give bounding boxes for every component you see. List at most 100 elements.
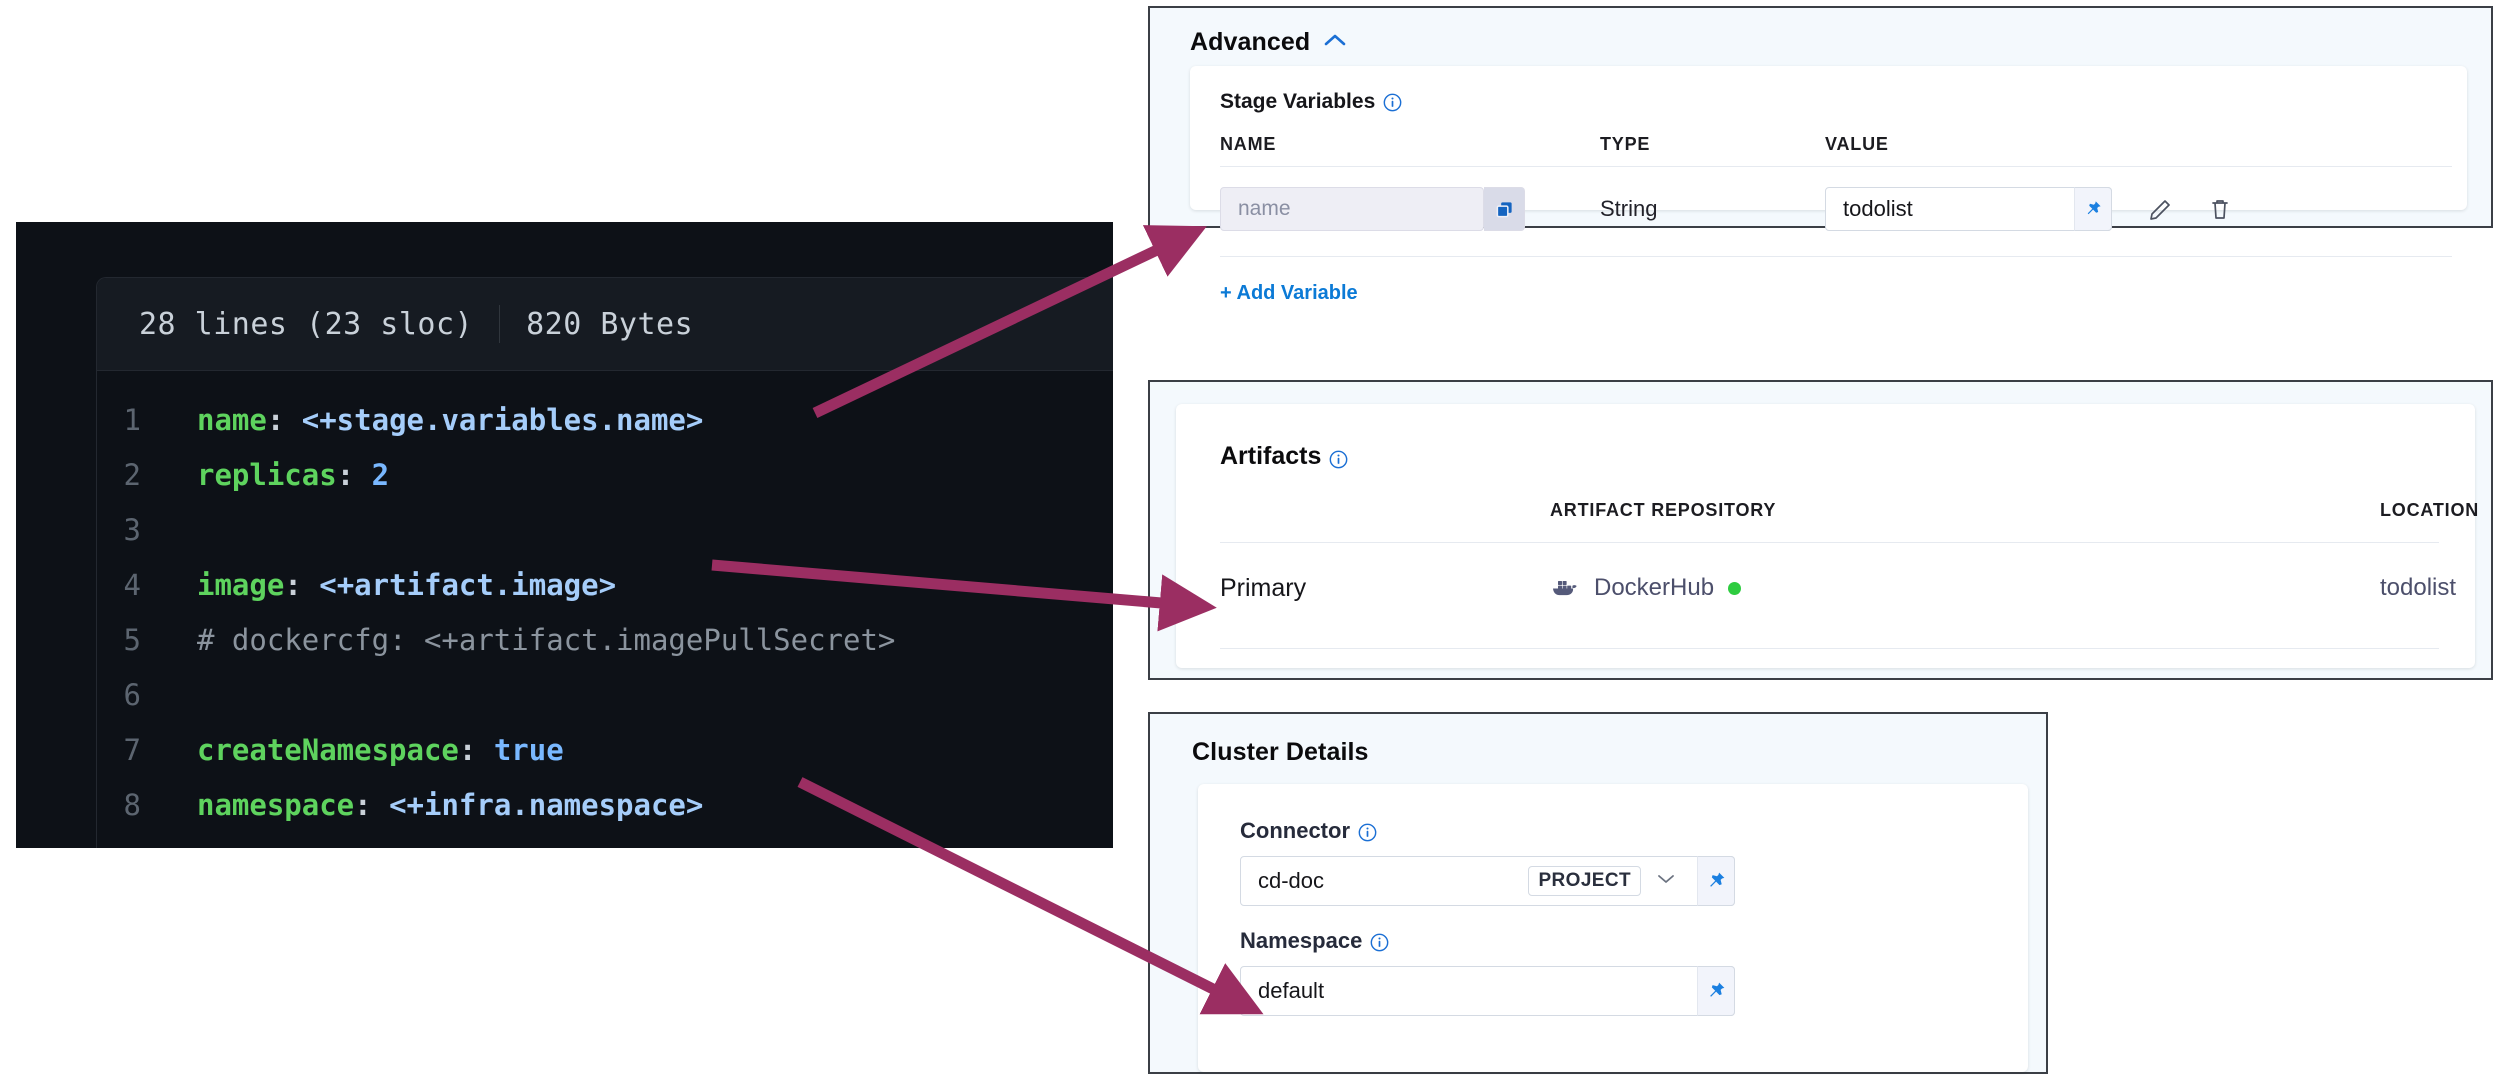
artifacts-title: Artifacts bbox=[1220, 442, 1322, 470]
token-bool: true bbox=[493, 733, 564, 767]
chevron-up-icon[interactable] bbox=[1324, 33, 1346, 52]
info-icon[interactable] bbox=[1370, 932, 1389, 951]
column-header-artifact-repository: ARTIFACT REPOSITORY bbox=[1550, 500, 1777, 520]
status-dot bbox=[1728, 581, 1742, 595]
connector-input[interactable]: cd-doc bbox=[1240, 856, 1735, 906]
pin-icon[interactable] bbox=[1697, 856, 1735, 906]
stage-variable-value-input[interactable]: todolist bbox=[1825, 187, 2112, 231]
column-header-value: VALUE bbox=[1825, 134, 1889, 154]
namespace-label-text: Namespace bbox=[1240, 928, 1363, 953]
line-content: name: <+stage.variables.name> bbox=[197, 393, 703, 448]
token-key: createNamespace bbox=[197, 733, 459, 767]
stage-variables-column-headers: NAME TYPE VALUE bbox=[1220, 134, 2452, 158]
stage-variables-name-input[interactable]: name bbox=[1220, 187, 1484, 231]
namespace-value: default bbox=[1258, 978, 1325, 1003]
token-val: <+infra.namespace> bbox=[389, 788, 704, 822]
token-val: <+artifact.image> bbox=[319, 568, 617, 602]
advanced-section-panel: Advanced Stage Variables NAME TYPE VALUE… bbox=[1148, 6, 2493, 304]
connector-value: cd-doc bbox=[1258, 868, 1325, 893]
code-line-3: 3 bbox=[97, 503, 1113, 558]
stage-variable-value-field: todolist bbox=[1825, 187, 2112, 231]
pin-icon[interactable] bbox=[2074, 187, 2112, 231]
table-divider bbox=[1220, 166, 2452, 167]
column-header-type: TYPE bbox=[1600, 134, 1651, 154]
trash-icon[interactable] bbox=[2205, 194, 2235, 229]
artifact-repository-name: DockerHub bbox=[1594, 574, 1715, 601]
line-number: 9 bbox=[97, 833, 197, 848]
token-key: namespace bbox=[197, 788, 355, 822]
advanced-header[interactable]: Advanced bbox=[1190, 28, 1346, 57]
code-line-5: 5 # dockercfg: <+artifact.imagePullSecret… bbox=[97, 613, 1113, 668]
info-icon[interactable] bbox=[1358, 822, 1377, 841]
artifacts-card: Artifacts ARTIFACT REPOSITORY LOCATION P… bbox=[1176, 404, 2478, 668]
copy-icon[interactable] bbox=[1484, 187, 1525, 231]
line-number: 6 bbox=[123, 678, 141, 712]
code-line-6: 6 bbox=[97, 668, 1113, 723]
token-com: # dockercfg: <+artifact.imagePullSecret> bbox=[197, 623, 896, 657]
table-divider bbox=[1220, 648, 2439, 649]
namespace-input[interactable]: default bbox=[1240, 966, 1735, 1016]
column-header-location: LOCATION bbox=[2380, 500, 2480, 520]
line-content: replicas: 2 bbox=[197, 448, 389, 503]
stage-variables-card: Stage Variables NAME TYPE VALUE name bbox=[1190, 66, 2467, 304]
line-number: 1 bbox=[123, 403, 141, 437]
line-content: image: <+artifact.image> bbox=[197, 558, 616, 613]
pin-icon[interactable] bbox=[1697, 966, 1735, 1016]
cluster-details-card: Connector cd-doc PROJECT Namespace bbox=[1198, 784, 2028, 1072]
pencil-icon[interactable] bbox=[2145, 195, 2175, 230]
code-lines-label: 28 lines (23 sloc) bbox=[139, 306, 474, 342]
info-icon[interactable] bbox=[1329, 447, 1348, 469]
cluster-details-title: Cluster Details bbox=[1192, 738, 1369, 766]
stage-variables-title-row: Stage Variables bbox=[1220, 90, 2467, 114]
token-key: name bbox=[197, 403, 267, 437]
header-divider bbox=[499, 305, 501, 343]
stage-variable-value-text: todolist bbox=[1843, 196, 1913, 221]
advanced-title: Advanced bbox=[1190, 28, 1311, 56]
stage-variable-name-placeholder: name bbox=[1238, 197, 1291, 220]
connector-scope-badge: PROJECT bbox=[1528, 866, 1641, 896]
artifacts-section-panel: Artifacts ARTIFACT REPOSITORY LOCATION P… bbox=[1148, 380, 2493, 680]
line-content: namespace: <+infra.namespace> bbox=[197, 778, 703, 833]
token-num: 2 bbox=[371, 458, 390, 492]
token-punc: : bbox=[354, 788, 390, 822]
token-val: <+stage.variables.name> bbox=[301, 403, 704, 437]
token-punc: : bbox=[266, 403, 302, 437]
line-content: createNamespace: true bbox=[197, 723, 564, 778]
code-line-1: 1 name: <+stage.variables.name> bbox=[97, 393, 1113, 448]
line-number: 3 bbox=[123, 513, 141, 547]
artifacts-primary-row[interactable]: Primary DockerHub todolist bbox=[1220, 574, 2456, 618]
token-key: image bbox=[197, 568, 285, 602]
artifact-repository-cell[interactable]: DockerHub bbox=[1550, 574, 1742, 602]
artifacts-title-row: Artifacts bbox=[1220, 442, 1348, 471]
add-variable-button[interactable]: + Add Variable bbox=[1220, 282, 1358, 304]
code-line-9: 9 bbox=[97, 833, 1113, 848]
stage-variable-type: String bbox=[1600, 196, 1658, 221]
stage-variable-row: name String todolist bbox=[1220, 187, 2500, 237]
artifacts-column-headers: ARTIFACT REPOSITORY LOCATION bbox=[1220, 500, 2478, 524]
token-punc: : bbox=[336, 458, 372, 492]
code-file-card: 28 lines (23 sloc) 820 Bytes 1 name: <+st… bbox=[96, 277, 1113, 848]
docker-whale-icon bbox=[1550, 575, 1580, 602]
code-file-header: 28 lines (23 sloc) 820 Bytes bbox=[97, 278, 1113, 371]
connector-field-label: Connector bbox=[1240, 818, 1377, 844]
info-icon[interactable] bbox=[1383, 93, 1402, 112]
namespace-field-label: Namespace bbox=[1240, 928, 1389, 954]
token-key: replicas bbox=[197, 458, 337, 492]
column-header-name: NAME bbox=[1220, 134, 1277, 154]
stage-variables-title: Stage Variables bbox=[1220, 90, 1376, 113]
table-divider bbox=[1220, 256, 2452, 257]
token-punc: : bbox=[284, 568, 320, 602]
code-viewer-panel: 28 lines (23 sloc) 820 Bytes 1 name: <+st… bbox=[16, 222, 1113, 848]
artifact-location: todolist bbox=[2380, 574, 2457, 601]
line-content: # dockercfg: <+artifact.imagePullSecret> bbox=[197, 613, 895, 668]
line-number: 5 bbox=[123, 623, 141, 657]
chevron-down-icon[interactable] bbox=[1657, 872, 1675, 890]
cluster-details-panel: Cluster Details Connector cd-doc PROJECT… bbox=[1148, 712, 2048, 1074]
table-divider bbox=[1220, 542, 2439, 543]
artifact-kind: Primary bbox=[1220, 574, 1307, 602]
